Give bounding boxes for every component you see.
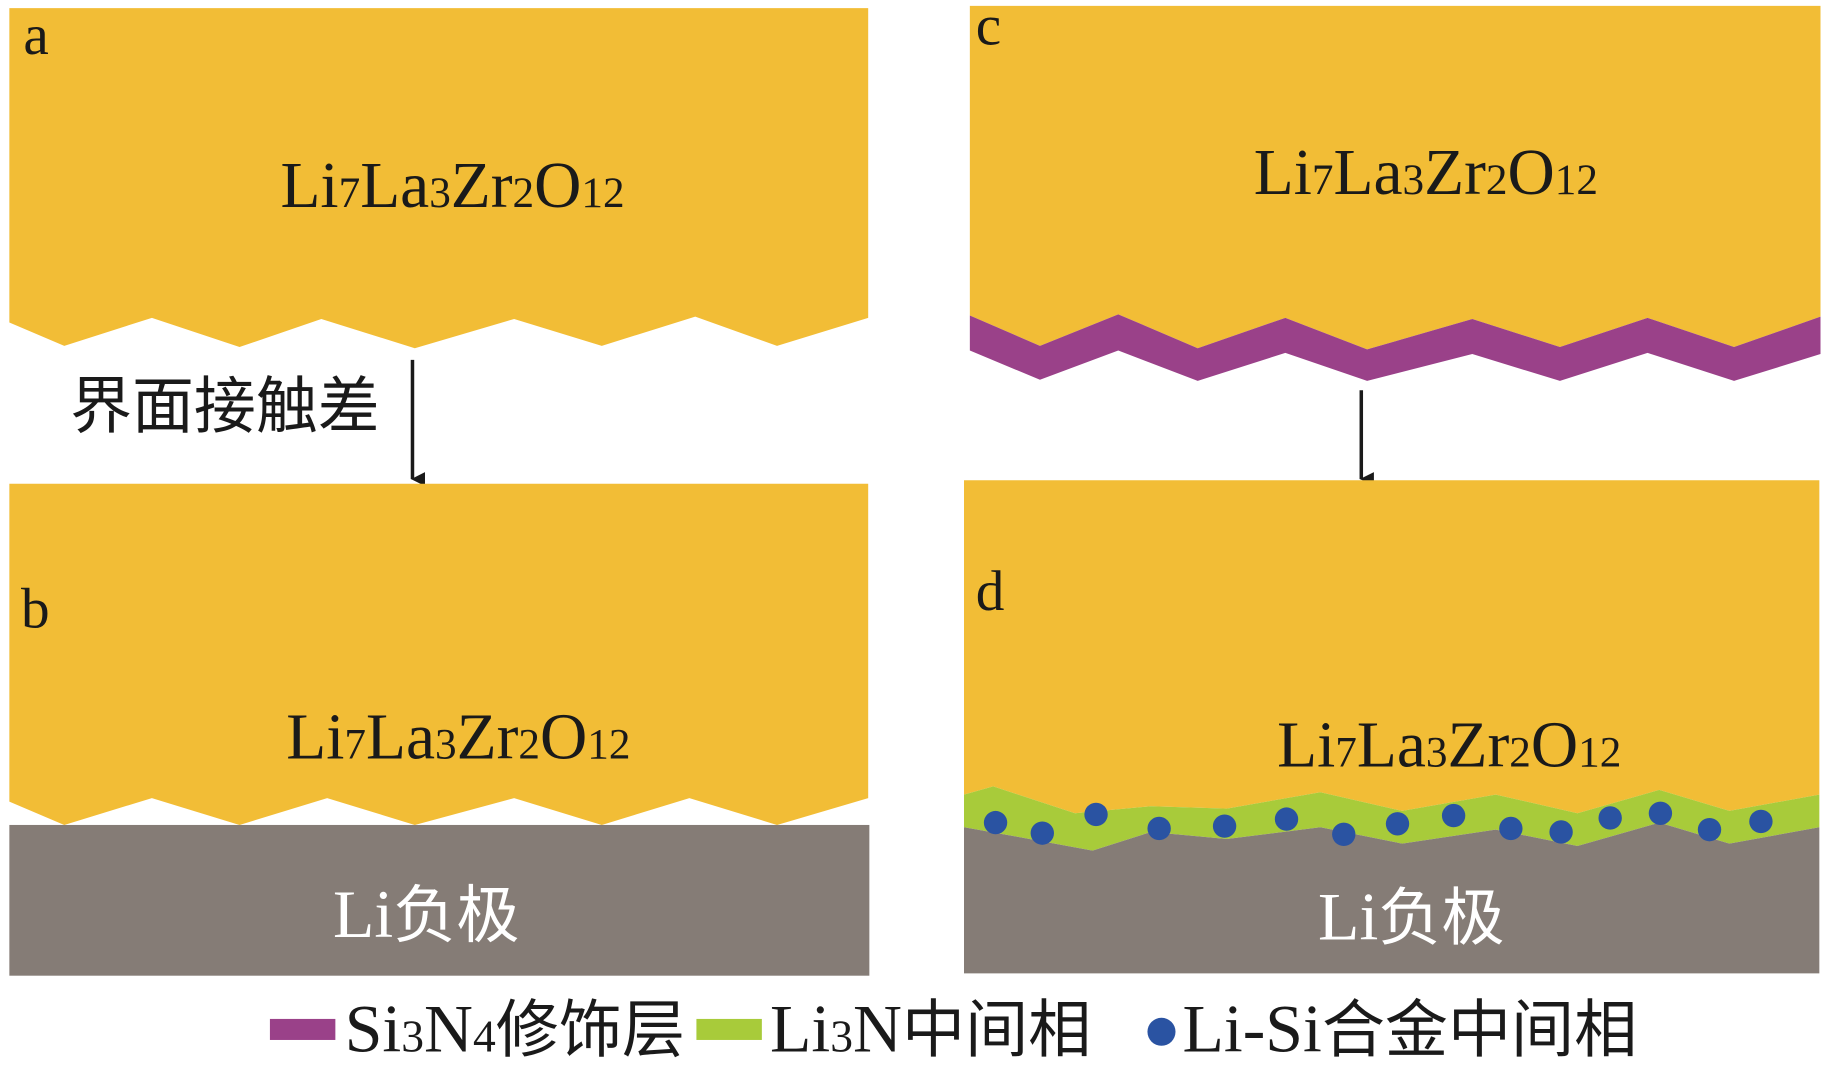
electrolyte-formula-a: Li7La3Zr2O12 <box>280 150 624 222</box>
li-anode-block-d <box>964 822 1820 974</box>
si3n4-coating-layer <box>969 314 1821 381</box>
transition-a-to-b: 界面接触差 <box>70 359 426 487</box>
electrolyte-formula-d: Li7La3Zr2O12 <box>1277 710 1621 782</box>
lisi-particle <box>983 810 1008 835</box>
legend-label-li3n: Li3N中间相 <box>770 992 1091 1067</box>
lisi-particle <box>1274 807 1299 831</box>
lisi-particle <box>1549 820 1573 844</box>
electrolyte-block-c <box>969 5 1821 350</box>
li-anode-block-b <box>9 824 870 976</box>
lisi-particle <box>1697 817 1722 842</box>
legend-swatch-bar <box>696 1018 762 1040</box>
electrolyte-block-a <box>9 8 869 349</box>
lisi-particle <box>1212 814 1237 838</box>
panel-c: c Li7La3Zr2O12 <box>969 0 1821 381</box>
legend: Si3N4修饰层 Li3N中间相 Li-Si合金中间相 <box>269 992 1637 1067</box>
lisi-particle <box>1648 801 1673 825</box>
legend-swatch-bar <box>269 1018 336 1040</box>
lisi-alloy-particles <box>983 801 1773 846</box>
electrolyte-formula-b: Li7La3Zr2O12 <box>286 701 630 773</box>
panel-letter-b: b <box>21 577 50 640</box>
panel-d: d Li7La3Zr2O12 Li负极 <box>964 480 1820 974</box>
lisi-particle <box>1030 821 1054 845</box>
lisi-particle <box>1749 809 1773 834</box>
electrolyte-block-d <box>964 480 1820 814</box>
panel-a: a Li7La3Zr2O12 <box>9 4 869 349</box>
lisi-particle <box>1332 822 1356 846</box>
lisi-particle <box>1598 806 1622 830</box>
lisi-particle <box>1385 812 1410 836</box>
electrolyte-block-b <box>9 483 869 825</box>
panel-letter-d: d <box>976 560 1005 623</box>
li-anode-label-b: Li负极 <box>333 877 519 952</box>
legend-item-lisi: Li-Si合金中间相 <box>1147 992 1637 1067</box>
panel-b: b Li7La3Zr2O12 Li负极 <box>9 483 870 976</box>
legend-item-li3n: Li3N中间相 <box>696 992 1091 1067</box>
lisi-particle <box>1441 803 1466 828</box>
legend-item-si3n4: Si3N4修饰层 <box>269 992 685 1067</box>
li-anode-label-d: Li负极 <box>1318 879 1504 954</box>
lisi-particle <box>1147 816 1171 841</box>
legend-label-lisi: Li-Si合金中间相 <box>1183 992 1638 1067</box>
legend-label-si3n4: Si3N4修饰层 <box>345 992 685 1067</box>
panel-letter-c: c <box>976 0 1001 57</box>
interface-contact-annotation: 界面接触差 <box>70 371 380 443</box>
panel-letter-a: a <box>23 4 48 67</box>
legend-swatch-dot <box>1147 1017 1176 1046</box>
lisi-particle <box>1084 802 1108 827</box>
lisi-particle <box>1499 816 1523 841</box>
electrolyte-formula-c: Li7La3Zr2O12 <box>1254 137 1598 209</box>
